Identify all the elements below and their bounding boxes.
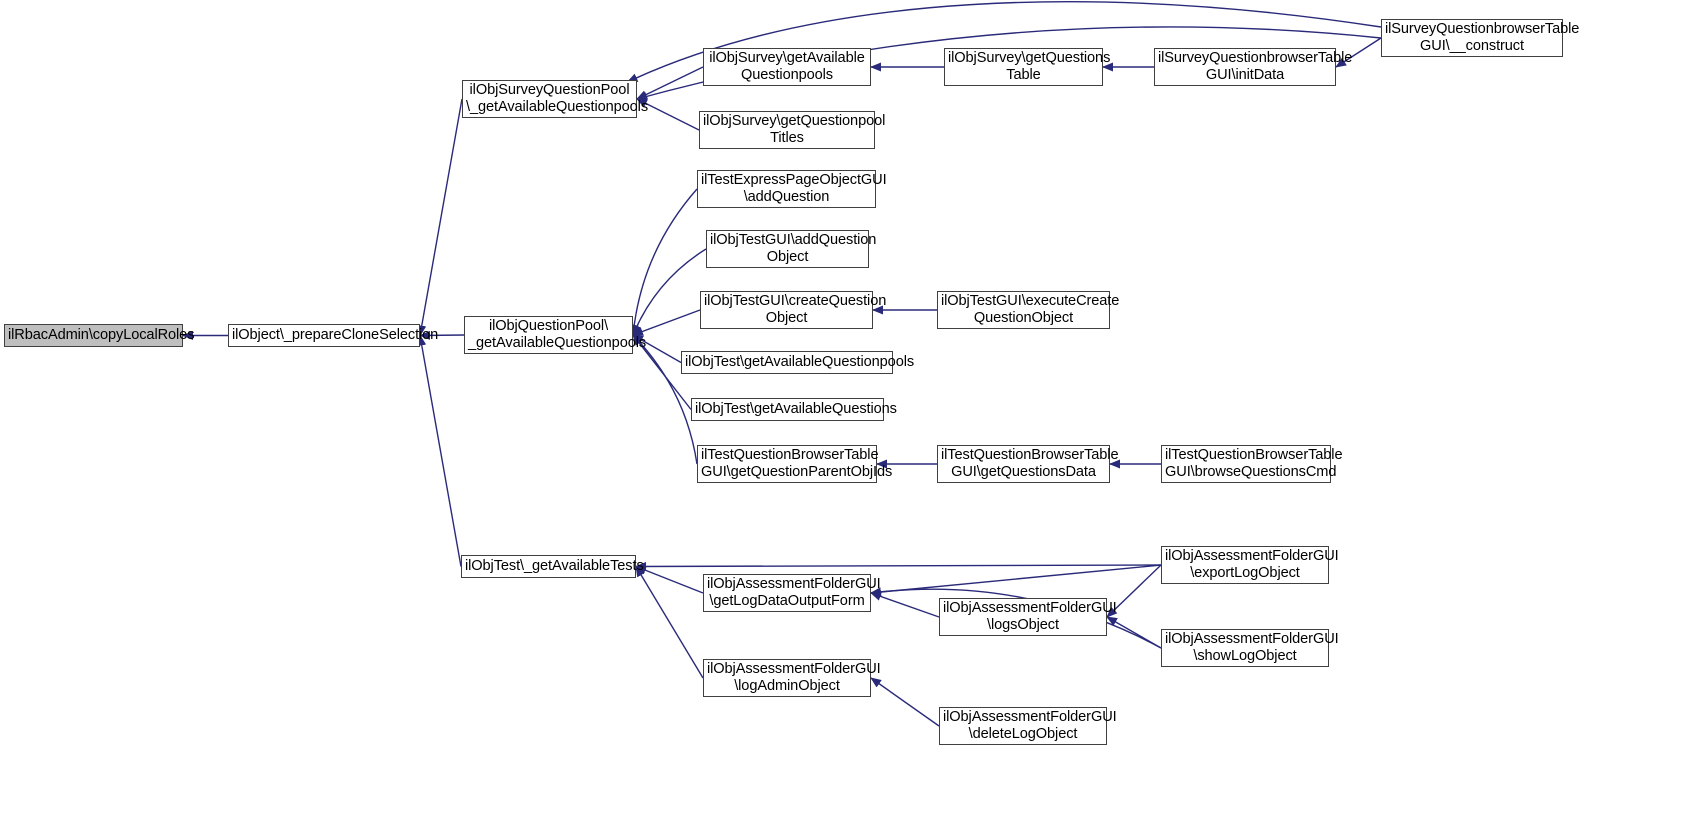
graph-node[interactable]: ilSurveyQuestionbrowserTable GUI\__const… — [1381, 19, 1580, 57]
graph-node-label: ilTestQuestionBrowserTable GUI\browseQue… — [1165, 446, 1343, 481]
graph-node-label: ilObjTest\getAvailableQuestionpools — [685, 353, 915, 370]
graph-node-label: ilObjTestGUI\addQuestion Object — [710, 231, 877, 266]
graph-node-label: ilRbacAdmin\copyLocalRoles — [8, 326, 195, 343]
graph-edge — [629, 188, 698, 336]
graph-node-label: ilObjAssessmentFolderGUI \deleteLogObjec… — [943, 708, 1117, 743]
graph-node[interactable]: ilObjSurvey\getQuestionpool Titles — [699, 111, 886, 149]
graph-node-label: ilObjAssessmentFolderGUI \getLogDataOutp… — [707, 575, 881, 610]
graph-node-label: ilObjAssessmentFolderGUI \logsObject — [943, 599, 1117, 634]
graph-node-label: ilObject\_prepareCloneSelection — [232, 326, 439, 343]
graph-node-label: ilTestQuestionBrowserTable GUI\getQuesti… — [941, 446, 1119, 481]
graph-node-label: ilObjAssessmentFolderGUI \showLogObject — [1165, 630, 1339, 665]
graph-node-label: ilObjTestGUI\executeCreate QuestionObjec… — [941, 292, 1120, 327]
graph-node-label: ilTestExpressPageObjectGUI \addQuestion — [701, 171, 887, 206]
graph-node[interactable]: ilTestExpressPageObjectGUI \addQuestion — [697, 170, 887, 208]
graph-node[interactable]: ilObjAssessmentFolderGUI \getLogDataOutp… — [703, 574, 881, 612]
graph-edge — [635, 565, 704, 679]
graph-node-label: ilSurveyQuestionbrowserTable GUI\__const… — [1385, 20, 1580, 55]
graph-node-label: ilObjSurveyQuestionPool \_getAvailableQu… — [466, 81, 649, 116]
graph-node[interactable]: ilObjTest\getAvailableQuestions — [691, 398, 897, 421]
graph-node[interactable]: ilObjTestGUI\executeCreate QuestionObjec… — [937, 291, 1120, 329]
graph-node[interactable]: ilObjAssessmentFolderGUI \logAdminObject — [703, 659, 881, 697]
graph-edge — [1106, 616, 1162, 649]
graph-node-label: ilObjTestGUI\createQuestion Object — [704, 292, 887, 327]
graph-node-label: ilObjTest\_getAvailableTests — [465, 557, 644, 574]
graph-edge — [636, 66, 704, 100]
graph-node[interactable]: ilObjAssessmentFolderGUI \showLogObject — [1161, 629, 1339, 667]
graph-node[interactable]: ilObject\_prepareCloneSelection — [228, 324, 439, 347]
graph-node[interactable]: ilObjSurvey\getQuestions Table — [944, 48, 1111, 86]
graph-node[interactable]: ilObjTestGUI\createQuestion Object — [700, 291, 887, 329]
graph-node[interactable]: ilObjAssessmentFolderGUI \deleteLogObjec… — [939, 707, 1117, 745]
graph-node-label: ilObjTest\getAvailableQuestions — [695, 400, 897, 417]
graph-node[interactable]: ilObjAssessmentFolderGUI \logsObject — [939, 598, 1117, 636]
graph-node[interactable]: ilObjQuestionPool\ _getAvailableQuestion… — [464, 316, 647, 354]
graph-node[interactable]: ilTestQuestionBrowserTable GUI\browseQue… — [1161, 445, 1343, 483]
graph-edge — [870, 592, 940, 618]
graph-node[interactable]: ilObjTest\getAvailableQuestionpools — [681, 351, 915, 374]
graph-node[interactable]: ilSurveyQuestionbrowserTable GUI\initDat… — [1154, 48, 1353, 86]
graph-node-label: ilTestQuestionBrowserTable GUI\getQuesti… — [701, 446, 893, 481]
graph-edge — [632, 309, 701, 336]
graph-node-label: ilObjAssessmentFolderGUI \exportLogObjec… — [1165, 547, 1339, 582]
graph-node[interactable]: ilObjSurvey\getAvailable Questionpools — [703, 48, 871, 86]
graph-edge — [870, 677, 940, 727]
graph-node[interactable]: ilRbacAdmin\copyLocalRoles — [4, 324, 195, 347]
graph-edge — [417, 334, 462, 567]
graph-node[interactable]: ilObjAssessmentFolderGUI \exportLogObjec… — [1161, 546, 1339, 584]
graph-node[interactable]: ilObjTestGUI\addQuestion Object — [706, 230, 877, 268]
graph-node[interactable]: ilObjTest\_getAvailableTests — [461, 555, 644, 578]
graph-node[interactable]: ilTestQuestionBrowserTable GUI\getQuesti… — [937, 445, 1119, 483]
graph-edge — [635, 561, 1162, 571]
graph-node[interactable]: ilTestQuestionBrowserTable GUI\getQuesti… — [697, 445, 893, 483]
graph-edge — [870, 564, 1162, 597]
graph-node-label: ilObjSurvey\getAvailable Questionpools — [709, 49, 865, 84]
graph-edge — [635, 565, 704, 594]
graph-node-label: ilObjSurvey\getQuestions Table — [948, 49, 1111, 84]
graph-edge — [417, 98, 463, 337]
graph-node-label: ilObjSurvey\getQuestionpool Titles — [703, 112, 886, 147]
graph-edge — [632, 248, 707, 336]
graph-node-label: ilObjQuestionPool\ _getAvailableQuestion… — [468, 317, 647, 352]
graph-node-label: ilObjAssessmentFolderGUI \logAdminObject — [707, 660, 881, 695]
graph-node-label: ilSurveyQuestionbrowserTable GUI\initDat… — [1158, 49, 1353, 84]
graph-node[interactable]: ilObjSurveyQuestionPool \_getAvailableQu… — [462, 80, 649, 118]
